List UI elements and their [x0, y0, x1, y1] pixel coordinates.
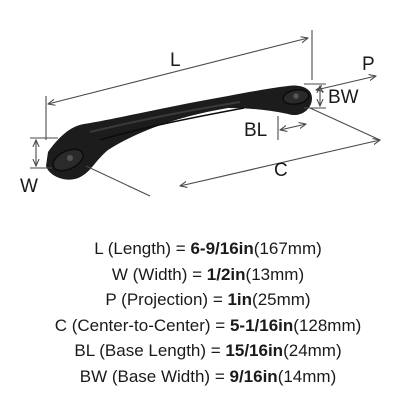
spec-length: L (Length) = 6-9/16in(167mm) — [0, 236, 416, 262]
left-screw-hole — [67, 155, 73, 161]
spec-metric: (167mm) — [253, 239, 322, 258]
center-dimension-line — [180, 140, 380, 186]
spec-desc: (Projection) = — [116, 290, 228, 309]
spec-width: W (Width) = 1/2in(13mm) — [0, 262, 416, 288]
spec-name: P — [105, 290, 117, 309]
spec-value: 1/2in — [206, 264, 246, 284]
spec-metric: (24mm) — [283, 341, 342, 360]
spec-base-length: BL (Base Length) = 15/16in(24mm) — [0, 338, 416, 364]
spec-value: 9/16in — [229, 366, 278, 386]
spec-metric: (25mm) — [252, 290, 311, 309]
spec-value: 6-9/16in — [190, 239, 254, 258]
spec-desc: (Center-to-Center) = — [66, 315, 230, 335]
spec-desc: (Base Length) = — [94, 341, 226, 360]
dimension-specifications: L (Length) = 6-9/16in(167mm) W (Width) =… — [0, 236, 416, 389]
label-BW: BW — [328, 87, 359, 108]
spec-value: 1in — [227, 290, 253, 309]
length-dimension-line — [48, 38, 308, 104]
spec-projection: P (Projection) = 1in(25mm) — [0, 287, 416, 313]
label-C: C — [274, 160, 288, 181]
label-W: W — [20, 176, 38, 197]
spec-value: 15/16in — [225, 341, 284, 360]
spec-name: BW — [79, 366, 108, 386]
spec-name: W — [111, 264, 128, 284]
label-L: L — [170, 50, 181, 71]
label-P: P — [362, 54, 375, 75]
cabinet-pull-handle — [46, 85, 312, 180]
dimension-lines — [30, 30, 381, 197]
handle-body — [46, 85, 312, 180]
spec-metric: (14mm) — [277, 366, 337, 386]
label-BL: BL — [244, 120, 267, 141]
spec-metric: (128mm) — [293, 315, 362, 335]
handle-top-groove — [99, 107, 245, 141]
dimension-labels: L P BW BL C W — [20, 50, 375, 197]
spec-value: 5-1/16in — [229, 315, 294, 335]
spec-name: C — [54, 315, 67, 335]
spec-desc: (Width) = — [127, 264, 207, 284]
projection-dimension-line — [316, 76, 376, 90]
spec-base-width: BW (Base Width) = 9/16in(14mm) — [0, 364, 416, 390]
spec-desc: (Base Width) = — [107, 366, 230, 386]
spec-metric: (13mm) — [245, 264, 305, 284]
spec-name: L — [94, 239, 104, 258]
base-length-dimension-line — [280, 124, 306, 130]
right-screw-hole — [293, 93, 299, 99]
spec-desc: (Length) = — [103, 239, 191, 258]
spec-center-to-center: C (Center-to-Center) = 5-1/16in(128mm) — [0, 313, 416, 339]
spec-name: BL — [74, 341, 95, 360]
center-extension-right — [309, 107, 381, 141]
center-extension-left — [85, 165, 151, 197]
